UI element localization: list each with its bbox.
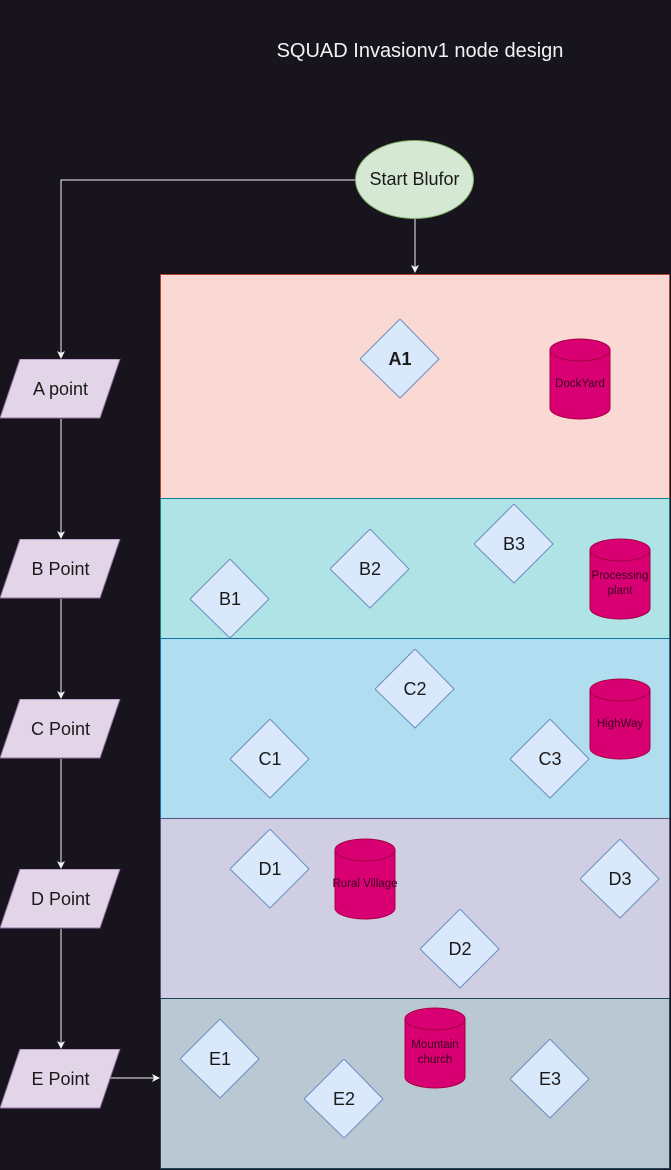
objective-e2[interactable]: E2 (304, 1059, 384, 1139)
objective-e3-label: E3 (538, 1068, 562, 1089)
point-e-label: E Point (31, 1068, 90, 1089)
point-b-node[interactable]: B Point (0, 539, 121, 599)
objective-e1-label: E1 (208, 1048, 232, 1069)
objective-d1-label: D1 (258, 858, 282, 879)
objective-e3[interactable]: E3 (510, 1039, 590, 1119)
start-blufor-node[interactable]: Start Blufor (355, 140, 474, 219)
landmark-processing-plant-label: Processing plant (591, 570, 649, 597)
objective-b2[interactable]: B2 (330, 529, 410, 609)
objective-a1-label: A1 (388, 348, 412, 369)
landmark-highway-label: HighWay (596, 717, 644, 730)
landmark-dockyard[interactable]: DockYard (549, 338, 611, 420)
objective-c2-label: C2 (403, 678, 427, 699)
objective-e1[interactable]: E1 (180, 1019, 260, 1099)
objective-c1[interactable]: C1 (230, 719, 310, 799)
point-c-node[interactable]: C Point (0, 699, 121, 759)
landmark-mountain-church-label: Mountain church (411, 1039, 459, 1066)
point-e-node[interactable]: E Point (0, 1049, 121, 1109)
point-a-label: A point (32, 378, 89, 399)
objective-c3[interactable]: C3 (510, 719, 590, 799)
point-d-node[interactable]: D Point (0, 869, 121, 929)
objective-b3-label: B3 (502, 533, 526, 554)
objective-d2[interactable]: D2 (420, 909, 500, 989)
objective-d3[interactable]: D3 (580, 839, 660, 919)
landmark-rural-village[interactable]: Rural Village (333, 838, 398, 920)
zone-d[interactable] (160, 818, 670, 999)
landmark-highway[interactable]: HighWay (589, 678, 651, 760)
objective-b1-label: B1 (218, 588, 242, 609)
start-blufor-label: Start Blufor (369, 169, 460, 189)
objective-d2-label: D2 (448, 938, 472, 959)
landmark-dockyard-label: DockYard (555, 377, 605, 390)
objective-d1[interactable]: D1 (230, 829, 310, 909)
objective-c3-label: C3 (538, 748, 562, 769)
objective-c2[interactable]: C2 (375, 649, 455, 729)
point-a-node[interactable]: A point (0, 359, 121, 419)
diagram-title: SQUAD Invasionv1 node design (276, 40, 564, 62)
landmark-rural-village-label: Rural Village (332, 877, 398, 890)
landmark-mountain-church[interactable]: Mountain church (404, 1007, 466, 1089)
point-d-label: D Point (30, 888, 91, 909)
objective-b2-label: B2 (358, 558, 382, 579)
objective-b1[interactable]: B1 (190, 559, 270, 639)
objective-e2-label: E2 (332, 1088, 356, 1109)
point-c-label: C Point (30, 718, 91, 739)
objective-b3[interactable]: B3 (474, 504, 554, 584)
objective-a1[interactable]: A1 (360, 319, 440, 399)
objective-c1-label: C1 (258, 748, 282, 769)
landmark-processing-plant[interactable]: Processing plant (589, 538, 651, 620)
point-b-label: B Point (31, 558, 90, 579)
objective-d3-label: D3 (608, 868, 632, 889)
